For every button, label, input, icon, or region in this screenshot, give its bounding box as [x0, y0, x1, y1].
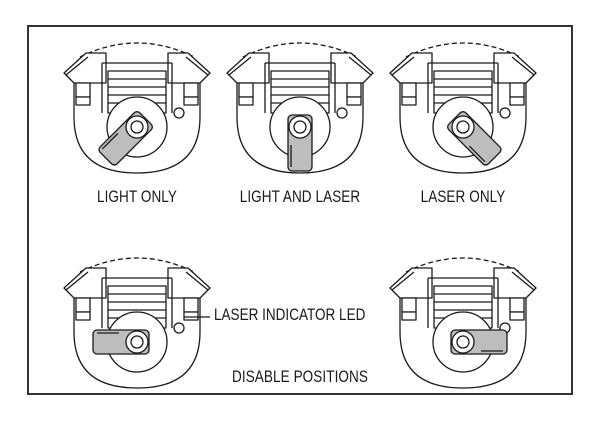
right-wing-detail — [511, 271, 535, 291]
lever-group — [92, 329, 150, 355]
left-bracket — [238, 82, 254, 98]
right-bracket-lower — [509, 311, 525, 321]
right-wing — [167, 52, 211, 84]
housing-dashed-arc — [79, 257, 195, 273]
switch-drawing — [389, 42, 537, 174]
switch-disable-left — [62, 250, 212, 390]
right-bracket-lower — [183, 311, 199, 321]
right-wing — [493, 52, 537, 84]
right-wing — [167, 267, 211, 299]
lever-group — [450, 329, 508, 355]
left-bracket — [401, 297, 417, 313]
label-laser-only: LASER ONLY — [420, 188, 506, 206]
label-light-and-laser: LIGHT AND LASER — [239, 188, 361, 206]
lever-hub-center — [130, 335, 144, 349]
right-bracket — [183, 82, 199, 98]
housing-dashed-arc — [242, 42, 358, 58]
housing-dashed-arc — [79, 42, 195, 58]
right-bracket-lower — [346, 96, 362, 106]
laser-indicator-led — [173, 107, 185, 119]
left-bracket-lower — [401, 311, 417, 321]
housing-dashed-arc — [405, 257, 521, 273]
left-wing — [389, 267, 433, 299]
lever-group — [287, 114, 313, 172]
left-wing — [63, 267, 107, 299]
right-bracket-lower — [509, 96, 525, 106]
right-bracket-lower — [183, 96, 199, 106]
right-wing-detail — [348, 56, 372, 76]
laser-indicator-led — [336, 107, 348, 119]
left-bracket-lower — [75, 96, 91, 106]
right-wing-detail — [511, 56, 535, 76]
lever-hub-center — [130, 120, 144, 134]
switch-drawing — [63, 257, 211, 389]
label-light-only: LIGHT ONLY — [96, 188, 178, 206]
switch-drawing — [226, 42, 374, 174]
right-bracket — [509, 82, 525, 98]
right-wing — [493, 267, 537, 299]
right-wing-detail — [185, 56, 209, 76]
left-wing-detail — [65, 271, 89, 291]
right-bracket — [509, 297, 525, 313]
lever-hub-center — [293, 120, 307, 134]
switch-drawing — [63, 42, 211, 174]
lever-group — [98, 111, 153, 166]
lever-edge — [468, 145, 486, 163]
right-wing-detail — [185, 271, 209, 291]
left-bracket — [75, 82, 91, 98]
switch-drawing — [389, 257, 537, 389]
left-wing — [63, 52, 107, 84]
left-bracket-lower — [401, 96, 417, 106]
left-wing-detail — [228, 56, 252, 76]
laser-indicator-led — [173, 322, 185, 334]
lever-group — [447, 111, 502, 166]
left-wing — [389, 52, 433, 84]
lever-edge — [101, 132, 119, 150]
right-bracket — [346, 82, 362, 98]
left-bracket-lower — [238, 96, 254, 106]
label-laser-indicator-led: LASER INDICATOR LED — [214, 306, 366, 324]
left-wing-detail — [391, 271, 415, 291]
lever-hub-center — [456, 120, 470, 134]
label-disable-positions: DISABLE POSITIONS — [232, 368, 368, 386]
left-wing-detail — [391, 56, 415, 76]
right-bracket — [183, 297, 199, 313]
left-bracket — [75, 297, 91, 313]
switch-light-only — [62, 35, 212, 175]
right-wing — [330, 52, 374, 84]
left-wing — [226, 52, 270, 84]
left-bracket — [401, 82, 417, 98]
laser-indicator-led — [499, 107, 511, 119]
housing-dashed-arc — [405, 42, 521, 58]
left-bracket-lower — [75, 311, 91, 321]
left-wing-detail — [65, 56, 89, 76]
lever-hub-center — [456, 335, 470, 349]
switch-disable-right — [388, 250, 538, 390]
diagram-frame — [27, 25, 573, 395]
switch-laser-only — [388, 35, 538, 175]
switch-light-and-laser — [225, 35, 375, 175]
